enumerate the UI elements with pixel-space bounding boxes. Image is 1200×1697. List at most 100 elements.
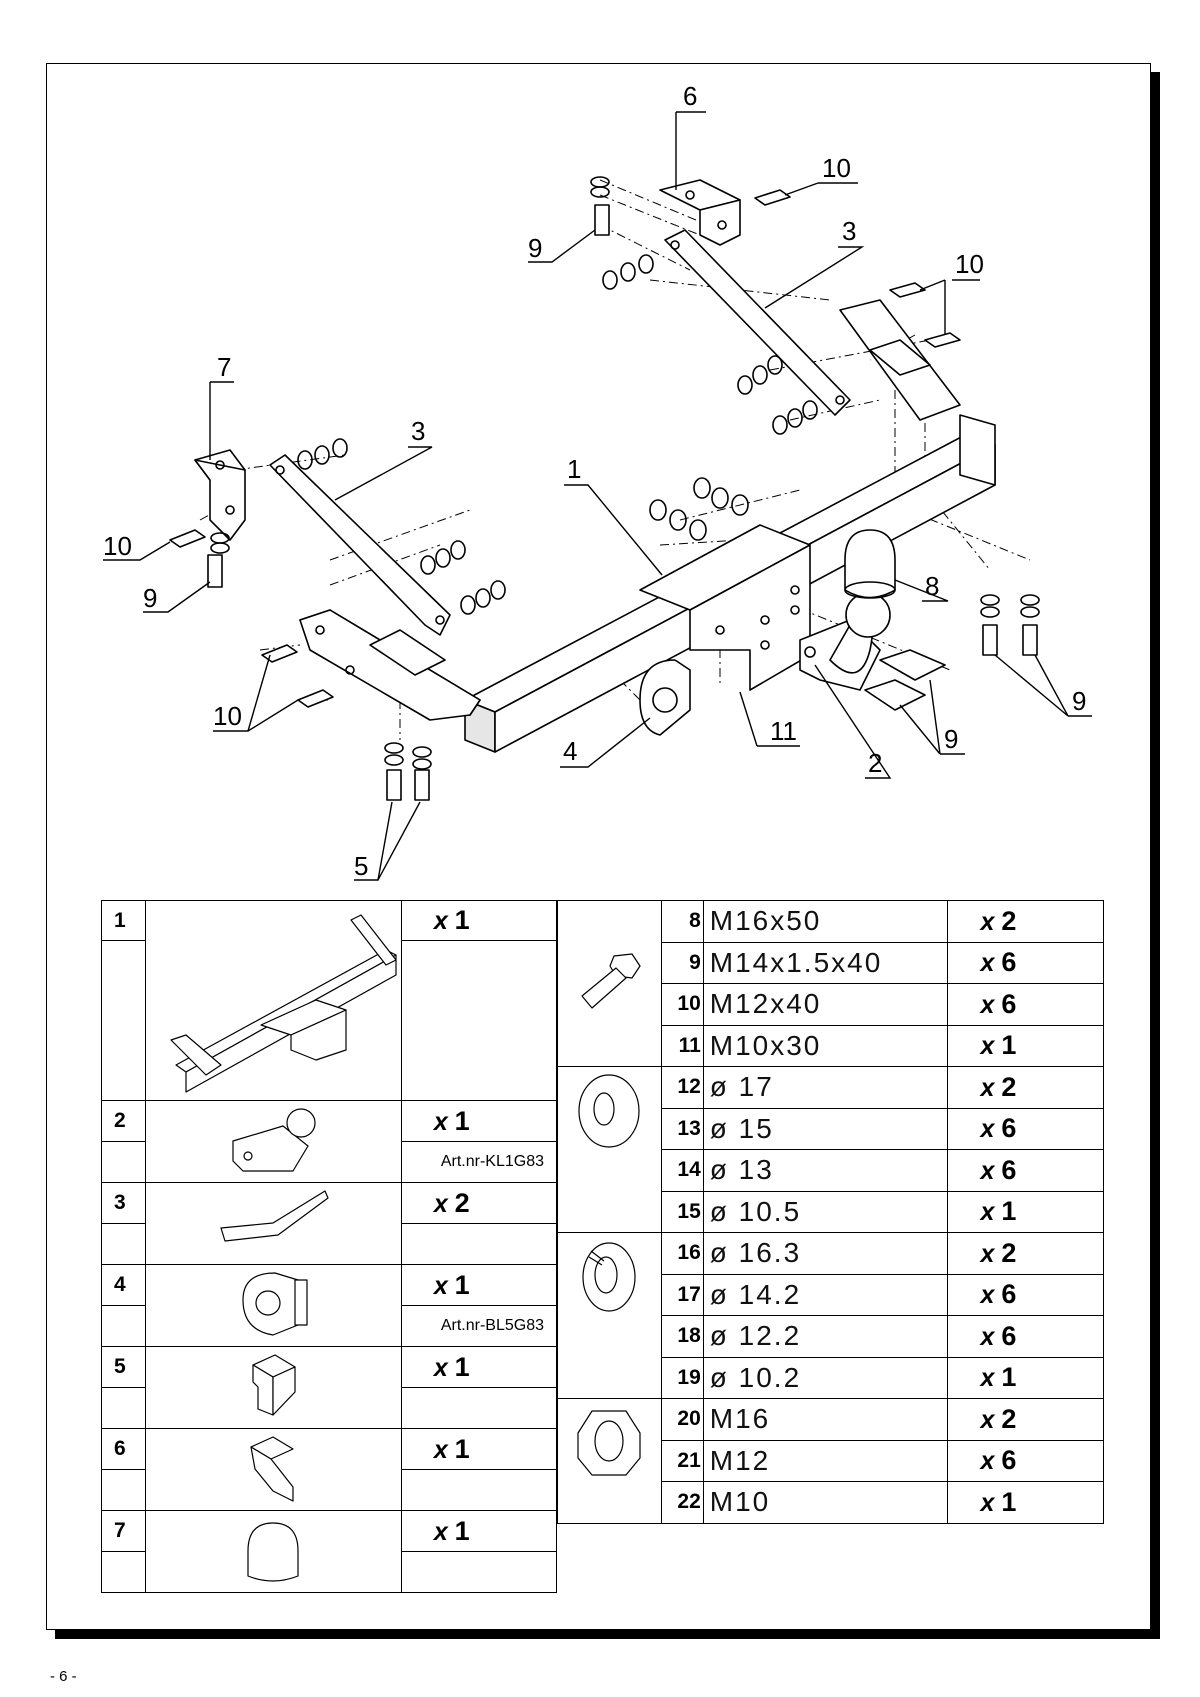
hex-nut-icon [577, 1410, 642, 1476]
bracket-5-thumbnail [252, 1354, 296, 1416]
item-qty: x 2 [947, 900, 1104, 943]
part-qty: x 1 [400, 1428, 558, 1470]
part-image-cell [144, 1182, 402, 1265]
svg-text:10: 10 [213, 701, 242, 731]
table-row: 12 ø 17 x 2 [557, 1066, 1104, 1233]
callout-9-right: 9 [994, 654, 1092, 717]
part-number: 2 [101, 1100, 146, 1142]
item-number: 18 [660, 1315, 704, 1358]
svg-text:9: 9 [528, 233, 542, 263]
item-qty: x 1 [947, 1190, 1104, 1233]
socket-plate-thumbnail [242, 1272, 308, 1336]
item-number: 21 [660, 1439, 704, 1482]
table-row: 1 x 1 [101, 900, 558, 1101]
table-row [101, 1387, 558, 1429]
item-spec: M10 [702, 1481, 949, 1524]
item-qty: x 2 [947, 1066, 1104, 1109]
svg-text:2: 2 [868, 748, 882, 778]
item-number: 12 [660, 1066, 704, 1109]
item-number: 15 [660, 1190, 704, 1233]
table-row: 22 M10 x 1 [558, 1481, 1104, 1524]
item-number: 10 [660, 983, 704, 1026]
bracket-6-thumbnail [250, 1436, 294, 1502]
item-spec: ø 14.2 [702, 1273, 949, 1316]
hardware-table: 8 M16x50 x 2 9 M14x1.5x40 x 6 10 M12x40 … [557, 900, 1104, 1524]
item-qty: x 6 [947, 941, 1104, 984]
callout-11: 11 [739, 691, 800, 747]
callout-10-left-top: 10 [103, 531, 171, 561]
part-10-bolts [169, 189, 961, 708]
part-4-socket-plate [639, 659, 691, 736]
part-5-bracket [659, 179, 741, 246]
table-row: 2 x 1 [101, 1100, 558, 1183]
exploded-assembly-diagram: 6 10 9 3 10 7 3 1 10 9 8 10 4 11 2 9 9 5 [103, 81, 1092, 881]
item-qty: x 1 [947, 1481, 1104, 1524]
item-number: 9 [660, 941, 704, 984]
callout-8: 9 [899, 679, 965, 755]
table-row: 3 x 2 [101, 1182, 558, 1265]
part-number: 3 [101, 1182, 146, 1224]
item-number: 8 [660, 900, 704, 943]
part-number: 5 [101, 1346, 146, 1388]
part-image-cell [144, 1264, 402, 1347]
table-row: 10 M12x40 x 6 [558, 983, 1104, 1026]
svg-text:10: 10 [955, 249, 984, 279]
item-qty: x 6 [947, 1439, 1104, 1482]
article-number: Art.nr-KL1G83 [400, 1141, 558, 1183]
callout-9-bottom: 5 [354, 801, 421, 881]
item-spec: ø 10.5 [702, 1190, 949, 1233]
table-row [101, 1469, 558, 1511]
table-row: Art.nr-BL5G83 [101, 1305, 558, 1347]
part-number: 1 [101, 900, 146, 941]
crossbar-thumbnail [170, 913, 397, 1093]
part-8-bolts [864, 649, 946, 711]
part-number: 7 [101, 1510, 146, 1552]
item-number: 17 [660, 1273, 704, 1316]
callout-6: 7 [209, 352, 234, 460]
part-qty: x 1 [400, 1510, 558, 1552]
item-qty: x 6 [947, 1273, 1104, 1316]
spring-washer-icon [582, 1242, 637, 1312]
callout-3-right: 3 [764, 216, 865, 309]
item-qty: x 6 [947, 1149, 1104, 1192]
table-row: 7 x 1 [101, 1510, 558, 1593]
bolt-icon-cell [557, 900, 662, 1067]
item-number: 20 [660, 1398, 704, 1441]
part-3-side-arm-left [269, 454, 451, 636]
parts-table: 1 x 1 2 x 1 Art.nr- [101, 900, 558, 1593]
table-row: 8 M16x50 x 2 [557, 900, 1104, 1067]
item-number: 19 [660, 1356, 704, 1399]
ball-cap-thumbnail [247, 1522, 299, 1582]
item-number: 22 [660, 1481, 704, 1524]
table-row: 5 x 1 [101, 1346, 558, 1429]
callout-9-top: 9 [528, 229, 596, 263]
item-spec: M10x30 [702, 1024, 949, 1067]
part-2-tow-ball [799, 592, 891, 691]
flat-washer-icon [578, 1074, 641, 1148]
side-arm-thumbnail [220, 1190, 329, 1242]
item-spec: M12x40 [702, 983, 949, 1026]
part-number: 4 [101, 1264, 146, 1306]
page-number: - 6 - [50, 1668, 77, 1685]
callout-labels: 6 10 9 3 10 7 3 1 10 9 8 10 4 11 2 9 9 5 [103, 81, 1092, 881]
item-spec: ø 16.3 [702, 1232, 949, 1275]
callout-10-top: 10 [784, 153, 858, 196]
part-image-cell [144, 1346, 402, 1429]
callout-10-left-bottom: 10 [213, 654, 299, 732]
callout-5: 6 [675, 81, 706, 190]
callout-7: 8 [894, 571, 949, 602]
nut-icon-cell [557, 1398, 662, 1524]
item-spec: M16x50 [702, 900, 949, 943]
item-number: 14 [660, 1149, 704, 1192]
frame-shadow-bottom [55, 1630, 1160, 1639]
part-image-cell [144, 1428, 402, 1511]
table-row [101, 1551, 558, 1593]
item-number: 11 [660, 1024, 704, 1067]
svg-text:6: 6 [683, 81, 697, 111]
frame-shadow-right [1151, 72, 1160, 1639]
callout-3-left: 3 [334, 416, 433, 501]
callout-4: 4 [560, 717, 651, 768]
svg-text:10: 10 [822, 153, 851, 183]
item-spec: ø 17 [702, 1066, 949, 1109]
svg-text:4: 4 [563, 736, 577, 766]
